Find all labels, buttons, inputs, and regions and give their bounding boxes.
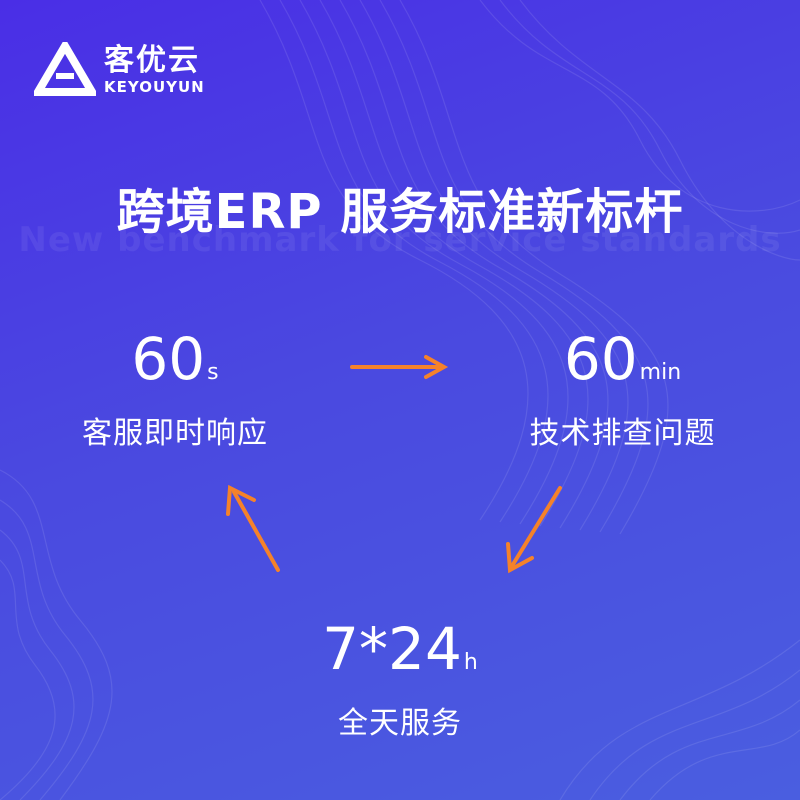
headline-watermark: New benchmark for service standards (18, 220, 782, 260)
stat-response-time: 60s 客服即时响应 (60, 326, 290, 454)
stat-value: 60s (60, 326, 290, 406)
stat-label: 客服即时响应 (82, 416, 268, 451)
stat-all-day-service: 7*24h 全天服务 (300, 616, 500, 744)
stat-number: 60 (131, 325, 206, 393)
brand-name-en: KEYOUYUN (104, 78, 205, 96)
headline: 跨境ERP 服务标准新标杆 New benchmark for service … (0, 180, 800, 260)
brand-logo: 客优云 KEYOUYUN (34, 40, 205, 100)
headline-title: 跨境ERP 服务标准新标杆 (116, 184, 684, 240)
arrow-down-left-icon (506, 486, 562, 574)
stat-value: 7*24h (300, 616, 500, 696)
stat-label: 全天服务 (338, 706, 462, 741)
stat-troubleshoot-time: 60min 技术排查问题 (505, 326, 740, 454)
arrow-right-icon (350, 355, 449, 379)
arrow-up-left-icon (226, 484, 280, 572)
stat-unit: h (463, 650, 478, 675)
brand-text: 客优云 KEYOUYUN (104, 43, 205, 97)
stat-value: 60min (505, 326, 740, 406)
stat-number: 7*24 (322, 615, 462, 683)
stat-unit: min (639, 360, 682, 385)
stat-unit: s (207, 360, 219, 385)
brand-name-cn: 客优云 (104, 43, 200, 78)
stat-number: 60 (563, 325, 638, 393)
triangle-logo-icon (34, 42, 96, 96)
stat-label: 技术排查问题 (529, 416, 716, 451)
